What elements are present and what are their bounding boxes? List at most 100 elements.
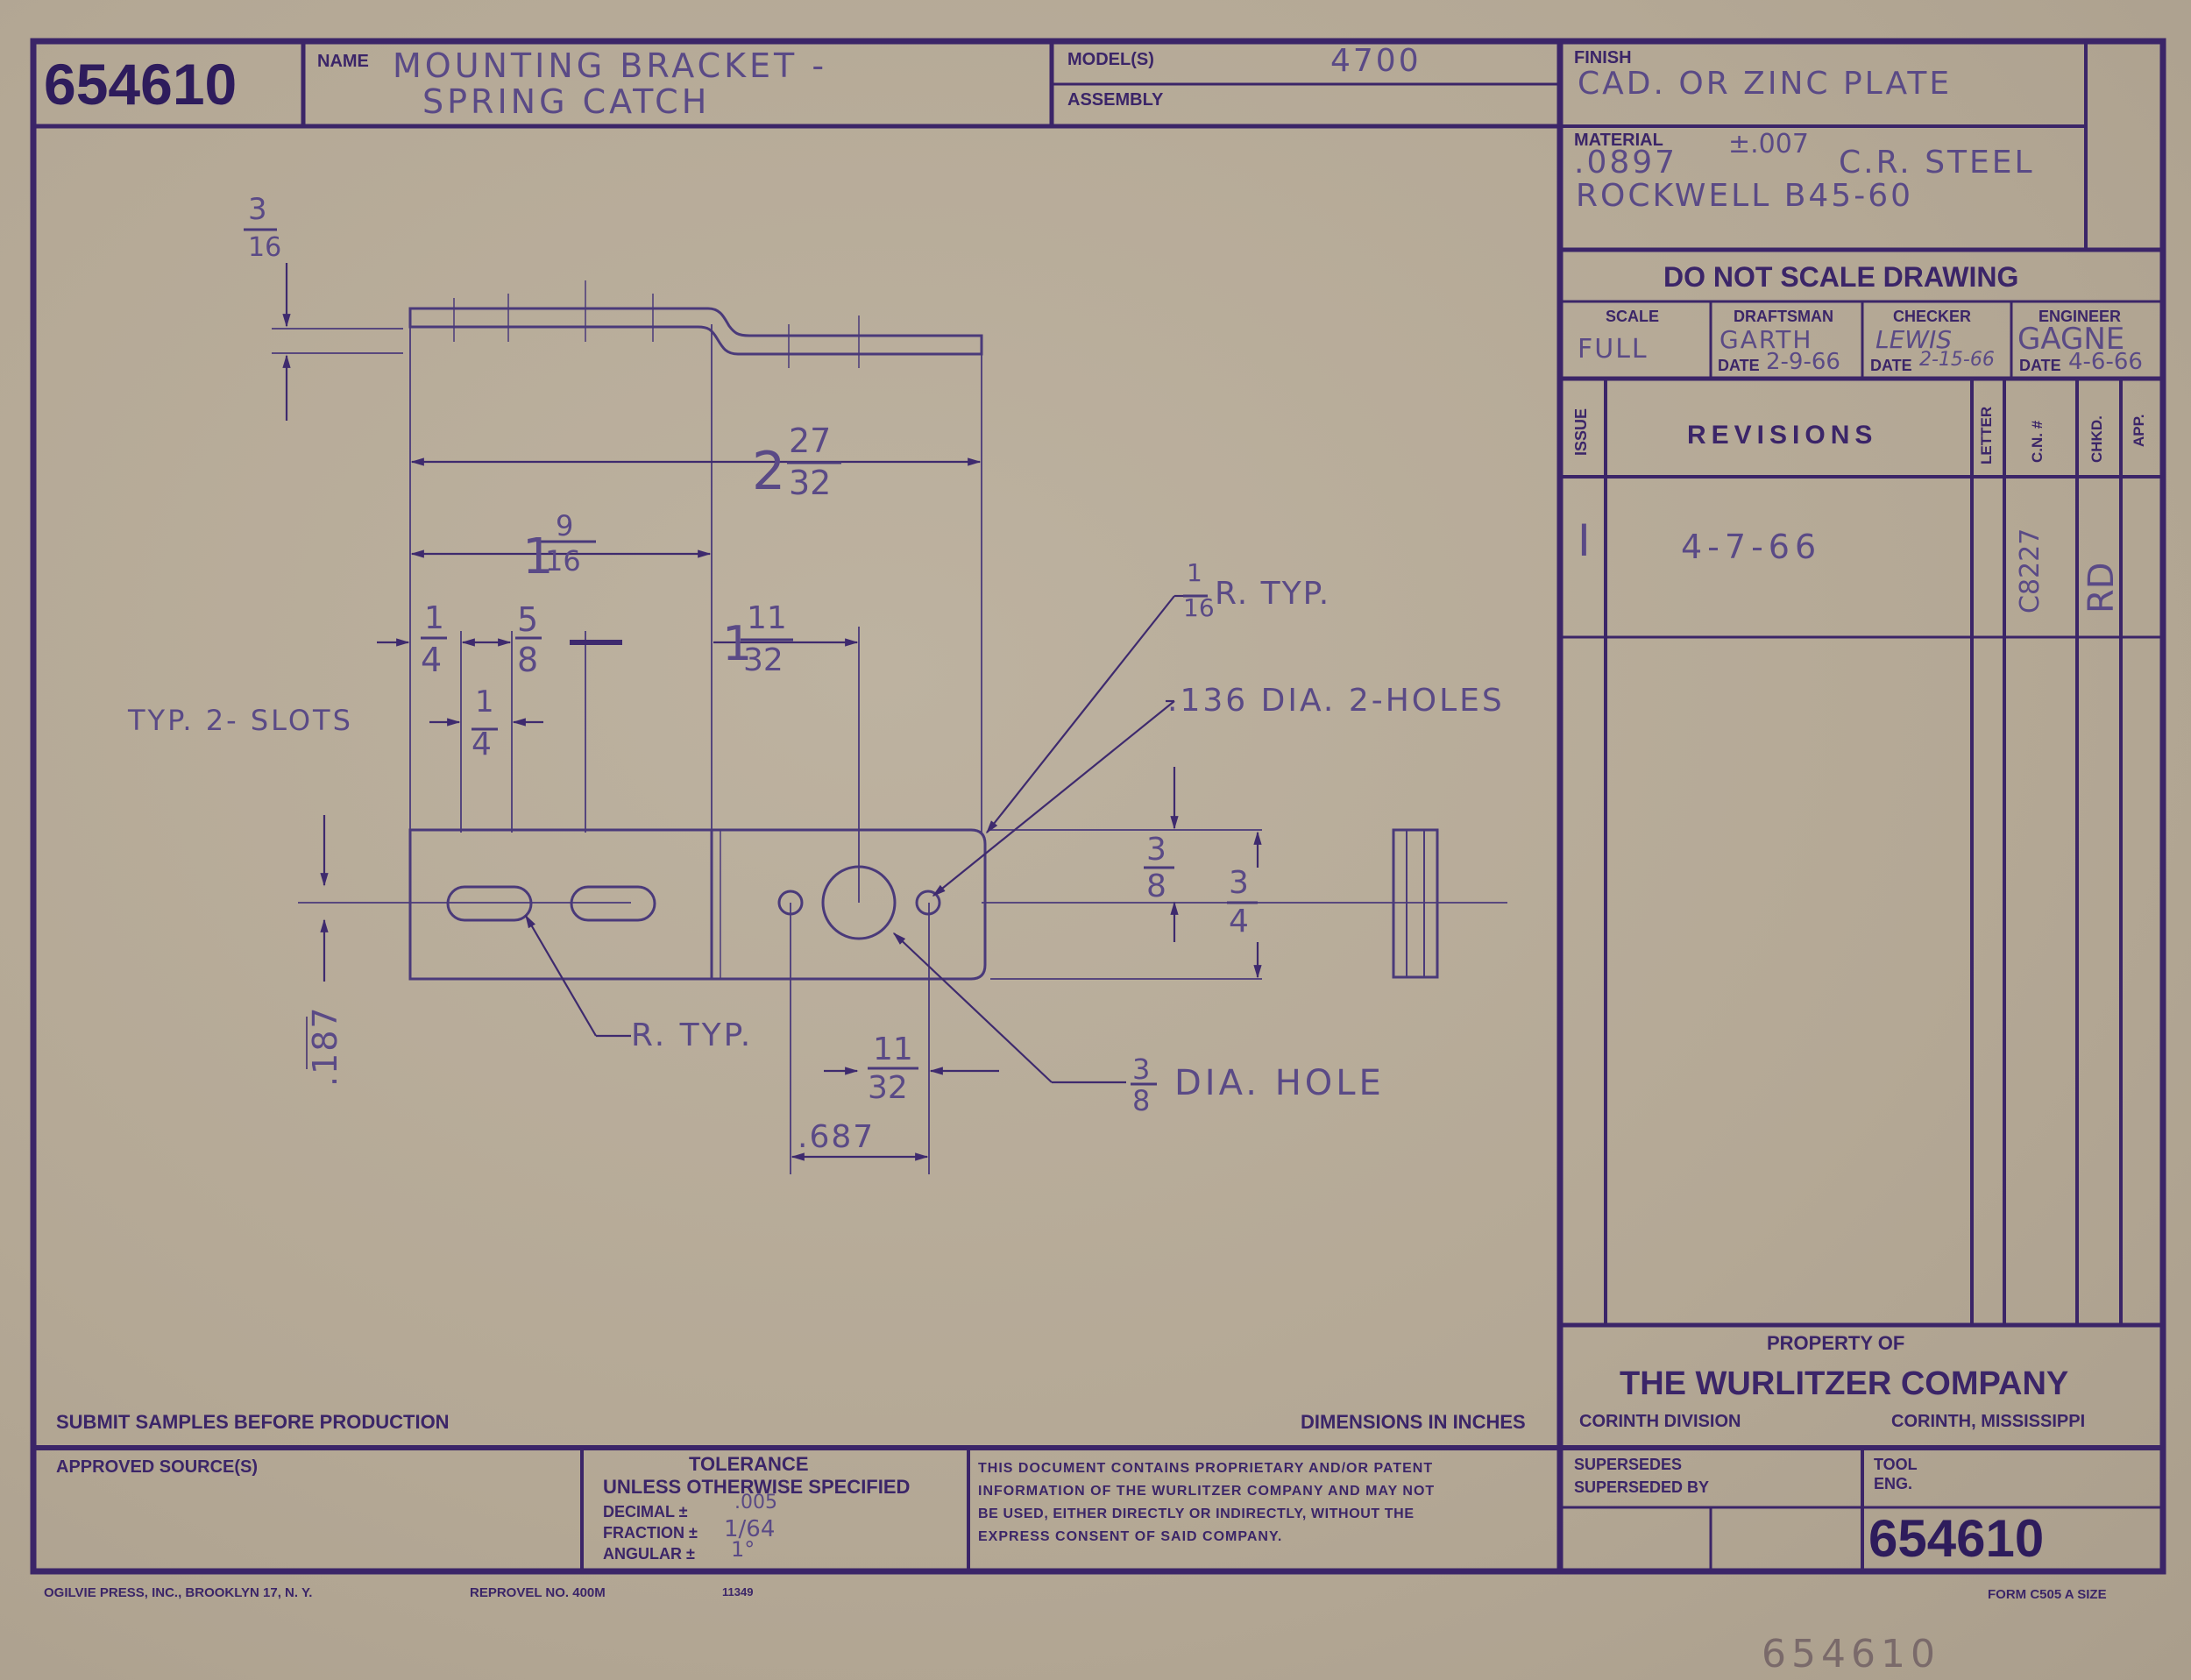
revisions-title: REVISIONS [1687, 421, 1878, 450]
draftsman-date: 2-9-66 [1766, 349, 1840, 375]
material-label: MATERIAL [1574, 131, 1663, 150]
scale-label: SCALE [1606, 308, 1660, 325]
angular-label: ANGULAR ± [603, 1545, 695, 1563]
dim-quarter-den: 4 [421, 641, 443, 679]
slot-radius-note: R. TYP. [631, 1017, 754, 1053]
material-tolerance: ±.007 [1728, 129, 1809, 159]
revision-date: 4-7-66 [1681, 528, 1822, 566]
checker-label: CHECKER [1893, 308, 1972, 325]
reprovel-number: REPROVEL NO. 400M [470, 1585, 606, 1600]
revision-issue: I [1578, 515, 1591, 566]
proprietary-line3: BE USED, EITHER DIRECTLY OR INDIRECTLY, … [978, 1506, 1415, 1521]
approved-sources-label: APPROVED SOURCE(S) [56, 1457, 259, 1477]
typ-slots-note: TYP. 2- SLOTS [128, 704, 353, 737]
model-value: 4700 [1330, 43, 1422, 79]
part-name-line1: MOUNTING BRACKET - [393, 46, 828, 85]
dim-hole-pos-den: 32 [743, 642, 784, 678]
draftsman-date-label: DATE [1718, 357, 1760, 374]
slot-left [446, 885, 533, 922]
letter-col-label: LETTER [1978, 406, 1995, 464]
property-of: PROPERTY OF [1767, 1332, 1905, 1354]
engineer-date: 4-6-66 [2068, 349, 2143, 375]
dim-height-3-8-num: 3 [1146, 832, 1166, 868]
draftsman-label: DRAFTSMAN [1734, 308, 1833, 325]
revision-chkd: RD [2081, 562, 2122, 613]
dim-thickness-den: 16 [248, 232, 282, 263]
outer-border [30, 38, 2166, 1575]
fraction-label: FRACTION ± [603, 1524, 698, 1542]
material-type: C.R. STEEL [1839, 145, 2035, 181]
big-hole-note: DIA. HOLE [1174, 1063, 1385, 1103]
form-size: FORM C505 A SIZE [1988, 1587, 2107, 1602]
do-not-scale: DO NOT SCALE DRAWING [1663, 261, 2019, 293]
supersedes-label: SUPERSEDES [1574, 1456, 1683, 1473]
proprietary-line2: INFORMATION OF THE WURLITZER COMPANY AND… [978, 1484, 1436, 1499]
dim-quarter-num: 1 [424, 600, 444, 636]
checker-value: LEWIS [1875, 325, 1953, 354]
dim-687: .687 [798, 1119, 876, 1155]
hole-large [821, 865, 897, 940]
part-name-line2: SPRING CATCH [422, 82, 711, 121]
decimal-label: DECIMAL ± [603, 1503, 688, 1521]
hole-small-right [915, 890, 941, 916]
corner-radius-den: 16 [1183, 593, 1215, 622]
printer-credit: OGILVIE PRESS, INC., BROOKLYN 17, N. Y. [44, 1585, 313, 1600]
material-thickness: .0897 [1574, 145, 1678, 181]
dim-height-3-4-den: 4 [1229, 904, 1249, 939]
revision-cn: C8227 [2015, 528, 2046, 613]
checker-date-label: DATE [1870, 357, 1912, 374]
checker-date: 2-15-66 [1919, 349, 1995, 371]
corner-radius-num: 1 [1187, 558, 1202, 587]
part-number: 654610 [44, 52, 238, 117]
division: CORINTH DIVISION [1579, 1412, 1741, 1431]
finish-value: CAD. OR ZINC PLATE [1578, 66, 1953, 102]
engineer-value: GAGNE [2017, 322, 2125, 357]
tool-label: TOOL [1874, 1456, 1918, 1473]
dim-slot-width-den: 4 [472, 727, 492, 762]
dim-five-eighths-den: 8 [517, 641, 539, 679]
fraction-value: 1/64 [724, 1516, 776, 1542]
dim-bend-den: 16 [545, 544, 581, 578]
dim-five-eighths-num: 5 [517, 600, 539, 639]
models-label: MODEL(S) [1067, 50, 1154, 69]
bracket-outline [408, 828, 987, 981]
part-number-bottom: 654610 [1868, 1509, 2045, 1568]
draftsman-value: GARTH [1719, 325, 1813, 354]
hole-small-left [777, 890, 804, 916]
chkd-col-label: CHKD. [2088, 415, 2105, 463]
decimal-value: .005 [734, 1492, 777, 1513]
form-code: 11349 [722, 1585, 754, 1598]
name-label: NAME [317, 52, 369, 71]
dim-11-32-den: 32 [868, 1070, 908, 1106]
company-name: THE WURLITZER COMPANY [1620, 1365, 2069, 1402]
dim-bend-num: 9 [556, 509, 574, 542]
issue-col-label: ISSUE [1572, 408, 1590, 456]
corner-radius-note: R. TYP. [1215, 576, 1331, 612]
dim-overall-num: 27 [789, 422, 832, 460]
dim-overall-whole: 2 [752, 441, 786, 502]
assembly-label: ASSEMBLY [1067, 90, 1164, 110]
dim-height-3-8-den: 8 [1146, 868, 1166, 904]
dim-11-32-num: 11 [873, 1031, 913, 1067]
app-col-label: APP. [2131, 414, 2147, 448]
submit-samples-note: SUBMIT SAMPLES BEFORE PRODUCTION [56, 1411, 450, 1433]
end-view [1392, 828, 1439, 979]
slot-right [570, 885, 656, 922]
handwritten-file-number: 654610 [1762, 1632, 1940, 1676]
engineer-date-label: DATE [2019, 357, 2061, 374]
dim-187: .187 [306, 1005, 344, 1087]
dim-hole-pos-whole: 1 [722, 616, 753, 671]
dim-slot-width-num: 1 [475, 684, 494, 719]
dimensions-in-inches: DIMENSIONS IN INCHES [1301, 1411, 1526, 1433]
finish-label: FINISH [1574, 48, 1632, 67]
tolerance-subtitle: UNLESS OTHERWISE SPECIFIED [603, 1476, 911, 1498]
tolerance-title: TOLERANCE [689, 1453, 809, 1475]
dim-bend-whole: 1 [522, 528, 554, 585]
scale-value: FULL [1578, 334, 1649, 365]
angular-value: 1° [731, 1537, 755, 1562]
location: CORINTH, MISSISSIPPI [1891, 1412, 2086, 1431]
small-holes-note: .136 DIA. 2-HOLES [1167, 683, 1505, 719]
material-hardness: ROCKWELL B45-60 [1576, 178, 1914, 214]
big-hole-den: 8 [1132, 1084, 1151, 1117]
